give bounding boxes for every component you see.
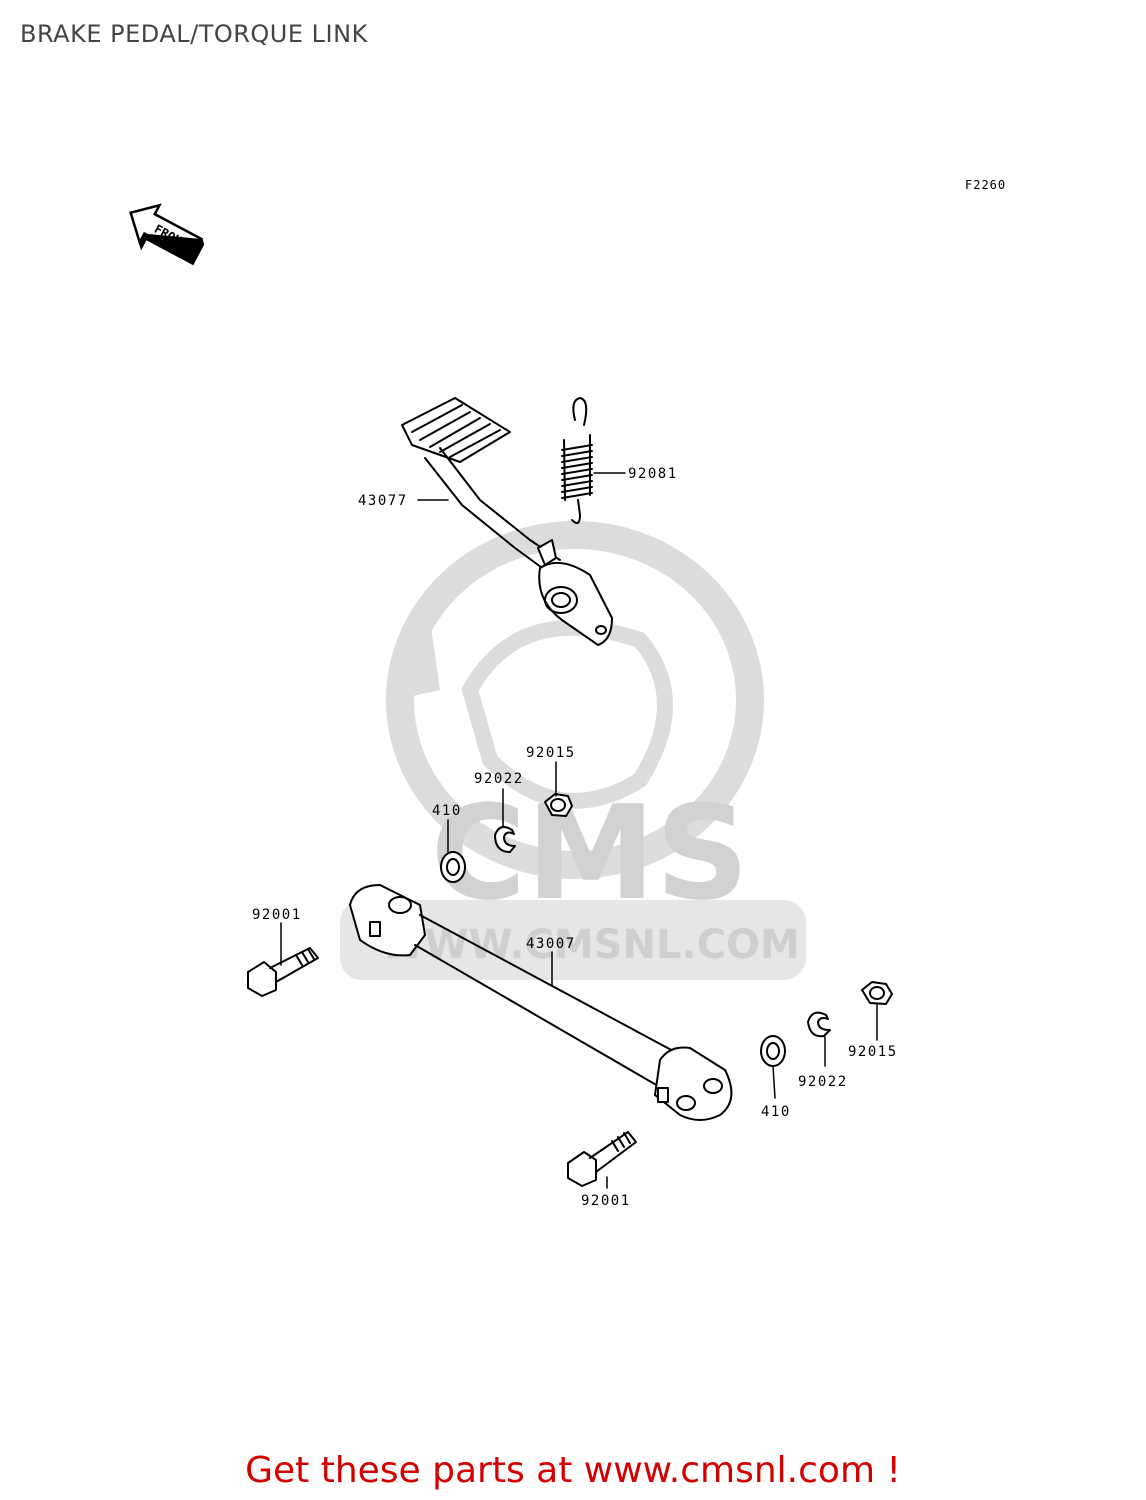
watermark: CMS WWW.CMSNL.COM (340, 521, 806, 980)
label-brake-pedal: 43077 (358, 493, 408, 509)
figure-code: F2260 (965, 178, 1007, 192)
watermark-banner (340, 900, 806, 980)
label-spring: 92081 (628, 466, 678, 482)
link-rear-clevis (654, 1046, 733, 1121)
label-lock-washer-upper: 92022 (474, 771, 524, 787)
label-washer-lower: 410 (761, 1104, 791, 1120)
label-nut-lower: 92015 (848, 1044, 898, 1060)
lock-washer-92022-lower (807, 1011, 831, 1038)
watermark-mascot-wing (391, 620, 440, 700)
brake-pedal-43077 (401, 397, 613, 646)
page-title: BRAKE PEDAL/TORQUE LINK (20, 20, 368, 48)
front-arrow-icon: FRONT (129, 203, 205, 266)
torque-link-43007 (349, 884, 733, 1121)
nut-92015-upper (544, 793, 573, 817)
watermark-mascot-head (386, 521, 764, 879)
label-torque-link: 43007 (526, 936, 576, 952)
washer-410-lower (760, 1035, 786, 1067)
leader-lines (280, 472, 878, 1189)
part-labels: 43077 92081 92015 92022 410 92001 43007 … (252, 466, 898, 1209)
link-front-clevis (349, 884, 426, 957)
bolt-92001-left (247, 947, 319, 997)
return-spring-92081 (561, 397, 593, 525)
nut-92015-lower (861, 981, 893, 1005)
pedal-footpad (401, 397, 511, 463)
pedal-spring-hook (537, 539, 557, 566)
label-washer-upper: 410 (432, 803, 462, 819)
parts-cta-link[interactable]: Get these parts at www.cmsnl.com ! (245, 1450, 901, 1491)
link-rod (414, 914, 691, 1091)
watermark-site-text: WWW.CMSNL.COM (380, 922, 800, 968)
label-bolt-left: 92001 (252, 907, 302, 923)
label-bolt-bottom: 92001 (581, 1193, 631, 1209)
washer-410-upper (440, 851, 466, 883)
label-lock-washer-lower: 92022 (798, 1074, 848, 1090)
bolt-92001-bottom (567, 1131, 637, 1187)
label-nut-upper: 92015 (526, 745, 576, 761)
lock-washer-92022-upper (494, 825, 516, 853)
watermark-brand-text: CMS (431, 777, 749, 929)
